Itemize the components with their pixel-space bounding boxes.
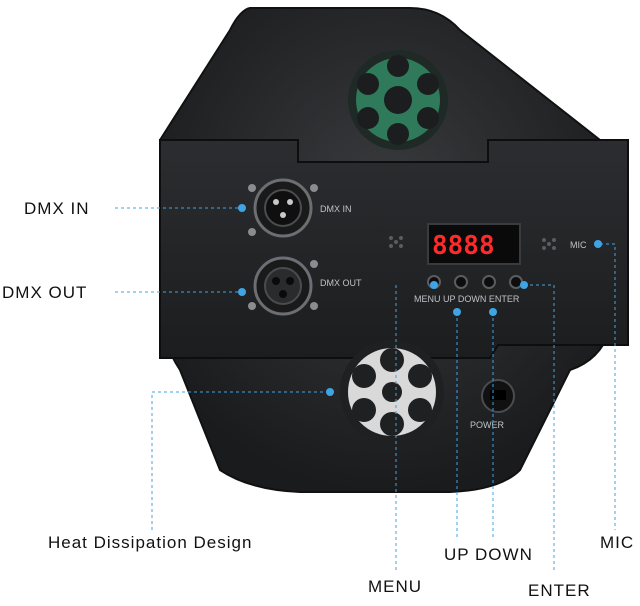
led-display-digits: 8888 — [432, 231, 495, 261]
power-panel-label: POWER — [470, 420, 505, 430]
menu-label: MENU — [368, 577, 423, 596]
mic-grille-left — [389, 236, 403, 248]
dmx-out-panel-label: DMX OUT — [320, 278, 362, 288]
dmx-in-label: DMX IN — [24, 199, 90, 218]
enter-label: ENTER — [528, 581, 591, 600]
top-vent — [348, 50, 448, 150]
up-down-label: UP DOWN — [444, 545, 533, 564]
buttons-panel-label: MENU UP DOWN ENTER — [414, 294, 520, 304]
mic-grille-right — [542, 238, 556, 250]
heat-dissipation-label: Heat Dissipation Design — [48, 533, 253, 552]
dmx-out-label: DMX OUT — [2, 283, 88, 302]
callout-dots — [238, 204, 602, 396]
dmx-in-panel-label: DMX IN — [320, 204, 352, 214]
power-socket — [481, 379, 515, 413]
control-panel — [159, 139, 629, 359]
dmx-in-connector — [248, 178, 318, 238]
dmx-out-connector — [248, 256, 318, 316]
callout-leaders — [115, 207, 616, 570]
bottom-vent — [340, 340, 444, 444]
led-display — [427, 223, 521, 265]
mic-label: MIC — [600, 533, 635, 552]
mic-panel-label: MIC — [570, 240, 587, 250]
